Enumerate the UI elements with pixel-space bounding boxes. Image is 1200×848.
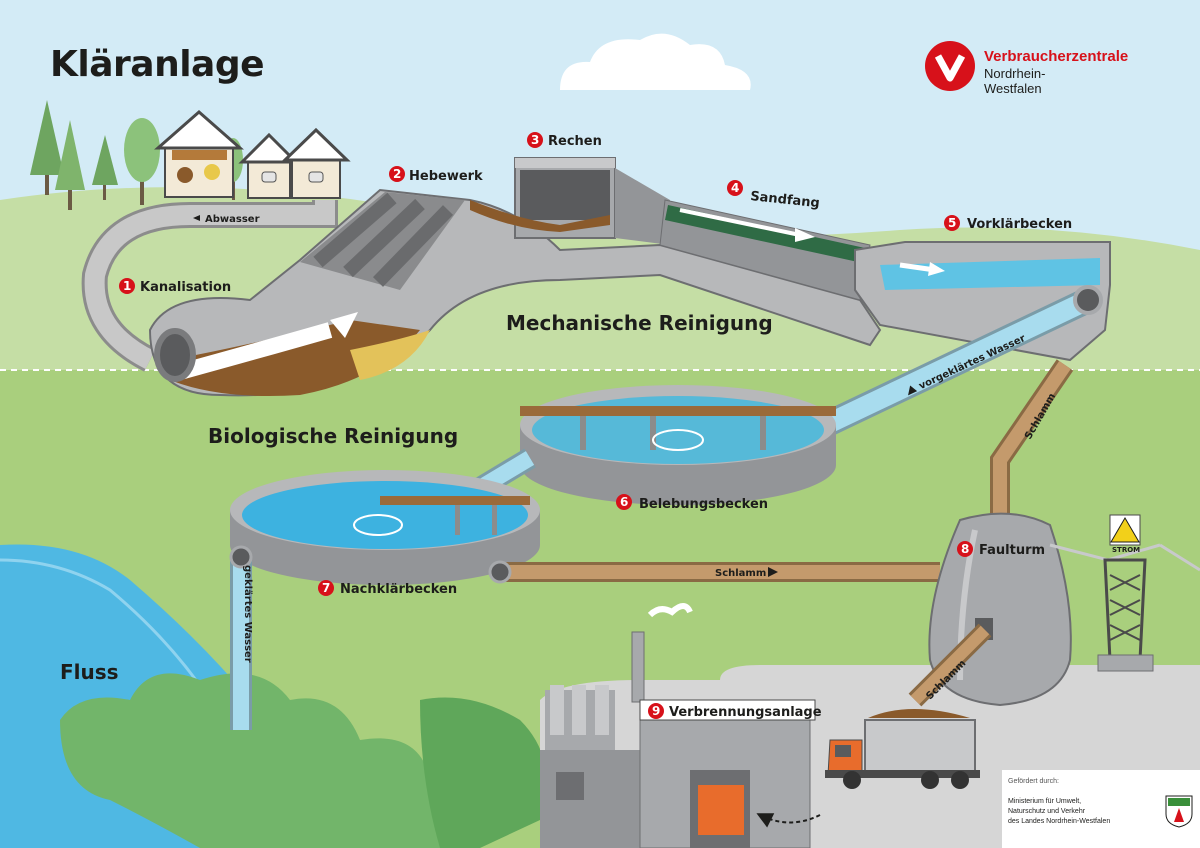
station-1: 1 Kanalisation — [119, 278, 231, 295]
page-title: Kläranlage — [50, 44, 265, 85]
svg-text:1: 1 — [123, 279, 131, 293]
station-markers: 1 Kanalisation 2 Hebewerk 3 Rechen 4 San… — [119, 132, 1072, 720]
svg-text:Sandfang: Sandfang — [750, 189, 821, 211]
svg-text:4: 4 — [731, 181, 739, 195]
sludge-truck — [825, 709, 980, 789]
incinerator — [540, 603, 821, 848]
svg-text:5: 5 — [948, 216, 956, 230]
pipe-sludge-1 — [990, 359, 1074, 520]
sludge-label-2: Schlamm — [715, 567, 778, 579]
svg-text:Verbrennungsanlage: Verbrennungsanlage — [669, 705, 822, 720]
section-biological: Biologische Reinigung — [208, 424, 459, 448]
houses — [154, 110, 351, 199]
svg-text:Kanalisation: Kanalisation — [140, 280, 231, 295]
funding-head: Gefördert durch: — [1008, 778, 1059, 785]
svg-text:geklärtes Wasser: geklärtes Wasser — [242, 565, 253, 663]
svg-text:Belebungsbecken: Belebungsbecken — [639, 497, 768, 512]
river — [0, 544, 547, 848]
svg-text:Nachklärbecken: Nachklärbecken — [340, 582, 457, 597]
sewer-pipe — [81, 200, 338, 372]
svg-text:Faulturm: Faulturm — [979, 543, 1045, 558]
station-9: 9 Verbrennungsanlage — [648, 703, 822, 720]
svg-text:Hebewerk: Hebewerk — [409, 169, 483, 184]
svg-text:Rechen: Rechen — [548, 134, 602, 149]
grit-chamber — [659, 199, 871, 301]
power-pylon — [1049, 514, 1200, 672]
station-2: 2 Hebewerk — [389, 166, 483, 184]
station-3: 3 Rechen — [527, 132, 602, 149]
clouds — [560, 33, 751, 90]
river-label: Fluss — [60, 660, 119, 684]
power-label: STROM — [1112, 546, 1140, 554]
svg-text:Abwasser: Abwasser — [205, 214, 260, 225]
station-5: 5 Vorklärbecken — [944, 215, 1072, 232]
funding-box: Gefördert durch: Ministerium für Umwelt,… — [1002, 770, 1200, 848]
svg-text:8: 8 — [961, 542, 969, 556]
brand-name: Verbraucherzentrale — [984, 48, 1129, 65]
brand-sub: Nordrhein-Westfalen — [984, 66, 1046, 96]
section-mechanical: Mechanische Reinigung — [506, 311, 773, 335]
station-6: 6 Belebungsbecken — [616, 494, 768, 512]
station-8: 8 Faulturm — [957, 541, 1045, 558]
station-7: 7 Nachklärbecken — [318, 580, 457, 597]
state-crest-icon — [1165, 795, 1193, 828]
aeration-tank — [520, 385, 836, 505]
svg-text:9: 9 — [652, 704, 660, 718]
treated-water-label: geklärtes Wasser — [242, 565, 253, 663]
secondary-clarifier — [230, 470, 540, 585]
lift-station — [148, 188, 882, 397]
pipe-sludge-2 — [488, 560, 940, 584]
screen-building — [470, 157, 670, 245]
funding-line-1: Ministerium für Umwelt, — [1008, 798, 1082, 805]
svg-text:2: 2 — [393, 167, 401, 181]
svg-text:Vorklärbecken: Vorklärbecken — [967, 217, 1072, 232]
pipe-pretreated-water — [809, 285, 1103, 442]
brand-v-icon — [925, 41, 975, 91]
funding-line-2: Naturschutz und Verkehr — [1008, 808, 1086, 815]
funding-line-3: des Landes Nordrhein-Westfalen — [1008, 818, 1111, 825]
digester-tower — [908, 512, 1072, 707]
abwasser-label: Abwasser — [193, 214, 260, 225]
pipe-treated-water — [229, 545, 253, 730]
svg-text:3: 3 — [531, 133, 539, 147]
svg-text:Schlamm: Schlamm — [715, 568, 766, 579]
svg-text:7: 7 — [322, 581, 330, 595]
station-4: 4 Sandfang — [727, 180, 820, 211]
svg-text:6: 6 — [620, 495, 628, 509]
